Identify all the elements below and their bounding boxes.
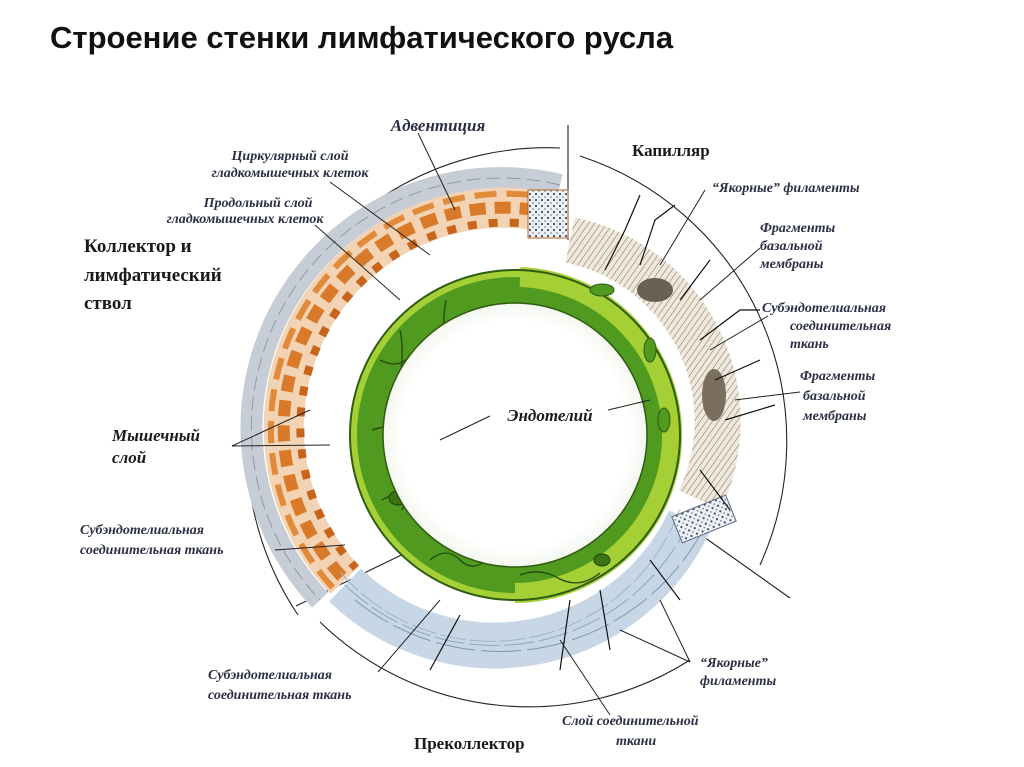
label-connective-1: Слой соединительной: [562, 714, 699, 729]
label-subendo-right-2: соединительная: [790, 319, 891, 334]
label-subendo-bottom-1: Субэндотелиальная: [208, 668, 332, 683]
basal-fragment-top: [637, 278, 673, 302]
label-circular-1: Циркулярный слой: [231, 149, 349, 164]
label-longitudinal-1b: Продольный слой: [203, 196, 313, 211]
label-subendo-right-3: ткань: [790, 337, 829, 352]
label-anchor-bottom-2: филаменты: [700, 674, 776, 689]
label-circular-2: гладкомышечных клеток: [212, 166, 370, 181]
label-basal-mid-1: Фрагменты: [800, 369, 876, 384]
section-capillary: Капилляр: [632, 141, 710, 160]
label-muscle-1: Мышечный: [111, 426, 200, 445]
label-anchor-bottom-1: “Якорные”: [700, 656, 768, 671]
section-collector-1: Коллектор и: [84, 236, 192, 257]
label-basal-top-2: базальной: [760, 239, 823, 254]
label-subendo-right-1: Субэндотелиальная: [762, 301, 886, 316]
basal-fragment-mid: [702, 369, 726, 421]
label-subendo-bottom-2: соединительная ткань: [208, 688, 351, 703]
leader-lines: [231, 132, 801, 716]
label-basal-top-3: мембраны: [759, 257, 824, 272]
muscle-layer: [263, 187, 566, 594]
anchoring-filaments: [429, 194, 776, 671]
label-muscle-2: слой: [112, 448, 146, 467]
label-longitudinal-2: гладкомышечных клеток: [167, 212, 325, 227]
section-collector-3: ствол: [84, 293, 132, 314]
label-subendo-left-1: Субэндотелиальная: [80, 523, 204, 538]
label-anchor-top: “Якорные” филаменты: [712, 181, 860, 196]
label-basal-mid-3: мембраны: [802, 409, 867, 424]
label-basal-top-1: Фрагменты: [760, 221, 836, 236]
label-basal-mid-2: базальной: [803, 389, 866, 404]
label-subendo-left-2: соединительная ткань: [80, 543, 223, 558]
capillary-wall: [527, 189, 741, 544]
endothelium-ring: [349, 267, 683, 603]
label-endothelium: Эндотелий: [507, 406, 592, 425]
label-connective-2: ткани: [616, 734, 656, 749]
lumen: [383, 303, 647, 567]
section-precollector: Преколлектор: [414, 734, 525, 753]
label-adventitia: Адвентиция: [390, 116, 486, 135]
section-collector-2: лимфатический: [84, 265, 222, 286]
diagram-labels: Адвентиция Циркулярный слой гладкомышечн…: [80, 116, 891, 753]
slide-title: Строение стенки лимфатического русла: [50, 20, 674, 55]
